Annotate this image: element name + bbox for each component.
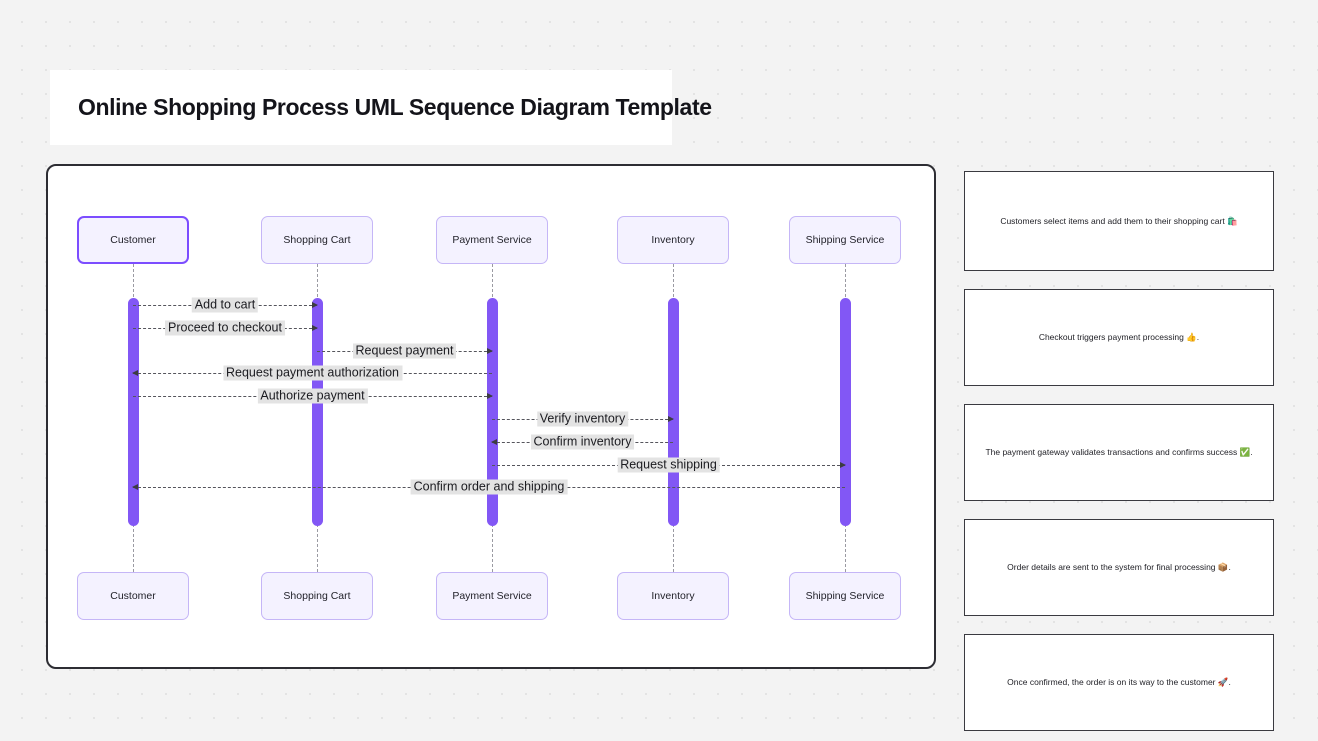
message-label: Request payment authorization [222,365,403,381]
participant-label: Customer [110,234,156,246]
message-9[interactable]: Confirm order and shipping [132,479,845,495]
activation-bar-cart[interactable] [311,298,323,526]
note-text: Checkout triggers payment processing 👍. [1038,332,1200,342]
participant-label: Customer [110,590,156,602]
message-label: Authorize payment [257,388,368,404]
message-label: Proceed to checkout [165,320,285,336]
note-text: The payment gateway validates transactio… [985,447,1253,457]
message-arrowhead-left [132,484,138,490]
note-text: Customers select items and add them to t… [1000,215,1238,226]
message-label: Confirm inventory [530,434,635,450]
participant-top-inventory[interactable]: Inventory [617,216,729,264]
message-arrowhead-left [132,370,138,376]
message-label: Request shipping [617,457,720,473]
participant-top-customer[interactable]: Customer [77,216,189,264]
message-6[interactable]: Verify inventory [492,411,674,427]
message-8[interactable]: Request shipping [492,457,846,473]
message-arrowhead-right [312,325,318,331]
note-card-2[interactable]: Checkout triggers payment processing 👍. [964,289,1274,386]
activation-bar-customer[interactable] [127,298,139,526]
participant-bottom-payment[interactable]: Payment Service [436,572,548,620]
participant-bottom-shipping[interactable]: Shipping Service [789,572,901,620]
note-card-3[interactable]: The payment gateway validates transactio… [964,404,1274,501]
participant-top-cart[interactable]: Shopping Cart [261,216,373,264]
page-title: Online Shopping Process UML Sequence Dia… [78,94,712,120]
participant-label: Payment Service [452,590,532,602]
participant-label: Inventory [651,234,695,246]
participant-bottom-inventory[interactable]: Inventory [617,572,729,620]
message-3[interactable]: Request payment [317,343,493,359]
message-arrowhead-right [840,462,846,468]
participant-label: Shopping Cart [283,590,351,602]
message-7[interactable]: Confirm inventory [491,434,673,450]
activation-bar-inventory[interactable] [667,298,679,526]
message-1[interactable]: Add to cart [133,297,318,313]
participant-label: Payment Service [452,234,532,246]
note-text: Order details are sent to the system for… [1007,562,1231,572]
notes-panel: Customers select items and add them to t… [964,171,1274,741]
message-label: Request payment [352,343,457,359]
message-arrowhead-right [487,348,493,354]
activation-bar-payment[interactable] [486,298,498,526]
note-card-1[interactable]: Customers select items and add them to t… [964,171,1274,271]
participant-bottom-customer[interactable]: Customer [77,572,189,620]
message-2[interactable]: Proceed to checkout [133,320,318,336]
participant-label: Inventory [651,590,695,602]
message-5[interactable]: Authorize payment [133,388,493,404]
message-arrowhead-left [491,439,497,445]
message-label: Confirm order and shipping [410,479,568,495]
note-card-4[interactable]: Order details are sent to the system for… [964,519,1274,616]
participant-label: Shipping Service [805,590,885,602]
title-card: Online Shopping Process UML Sequence Dia… [50,70,712,145]
participant-label: Shipping Service [805,234,885,246]
participant-top-payment[interactable]: Payment Service [436,216,548,264]
message-4[interactable]: Request payment authorization [132,365,492,381]
participant-label: Shopping Cart [283,234,351,246]
message-arrowhead-right [312,302,318,308]
message-label: Add to cart [191,297,259,313]
activation-bar-shipping[interactable] [839,298,851,526]
participant-top-shipping[interactable]: Shipping Service [789,216,901,264]
note-text: Once confirmed, the order is on its way … [1007,677,1231,687]
note-card-5[interactable]: Once confirmed, the order is on its way … [964,634,1274,731]
message-arrowhead-right [487,393,493,399]
message-arrowhead-right [668,416,674,422]
message-label: Verify inventory [536,411,629,427]
participant-bottom-cart[interactable]: Shopping Cart [261,572,373,620]
